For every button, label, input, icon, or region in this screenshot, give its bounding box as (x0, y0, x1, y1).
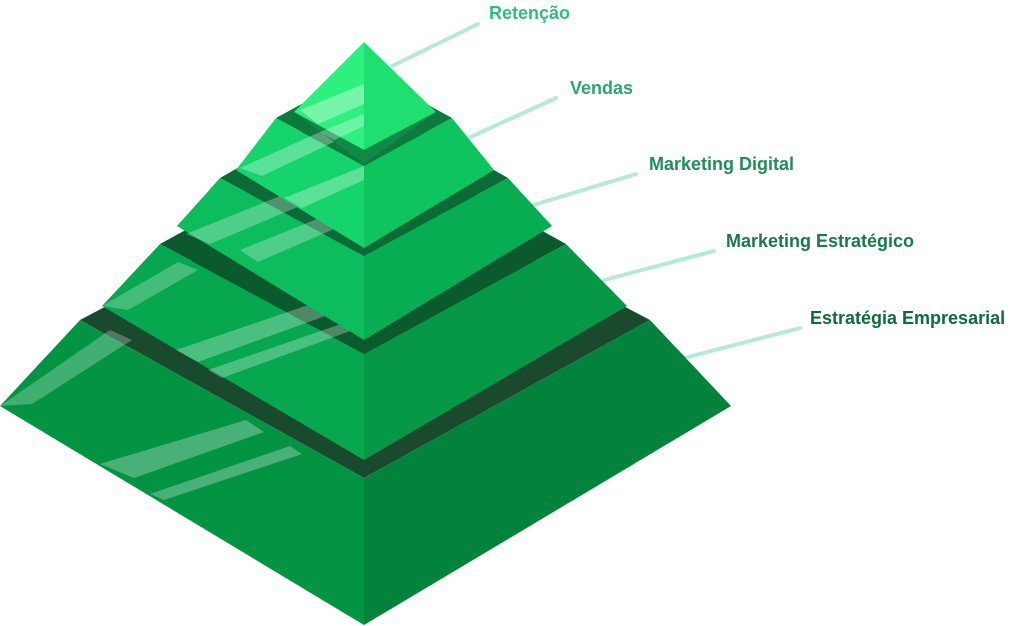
tier-2-highlight-1 (240, 132, 338, 176)
tier-3-highlight-1 (186, 196, 300, 244)
tier-4-highlight-1 (102, 262, 198, 310)
label-estrategia-empresarial: Estratégia Empresarial (810, 308, 1005, 328)
tier-1-highlight-1 (300, 84, 364, 124)
tier-1-left-face (294, 42, 364, 150)
leader-line-vendas (462, 96, 558, 142)
leader-lines (390, 22, 802, 360)
tier-retencao (294, 42, 436, 164)
leader-line-estrategia-empresarial (682, 326, 802, 360)
tier-3-right-face (364, 178, 552, 340)
tier-3-left-face (177, 178, 364, 340)
leader-line-retencao (390, 22, 480, 68)
tier-1-base-shadow (294, 112, 436, 164)
tier-4-highlight-3 (208, 316, 364, 378)
label-marketing-digital: Marketing Digital (649, 154, 794, 174)
tier-2-left-face (236, 118, 364, 248)
label-vendas: Vendas (570, 78, 633, 98)
label-retencao: Retenção (489, 3, 570, 23)
tier-1-right-face (364, 42, 436, 150)
tier-5-highlight-2 (100, 420, 264, 478)
tier-4-right-face (364, 244, 627, 460)
label-marketing-estrategico: Marketing Estratégico (726, 231, 914, 251)
tier-2-highlight-2 (284, 166, 364, 208)
tier-5-right-face (364, 320, 731, 625)
leader-line-marketing-estrategico (602, 249, 716, 282)
tier-5-highlight-3 (150, 446, 302, 500)
leader-line-marketing-digital (528, 172, 638, 208)
tier-5-highlight-1 (0, 330, 132, 406)
tier-4-left-face (102, 244, 364, 460)
tier-5-left-face (0, 320, 364, 625)
tier-1-highlight-2 (320, 114, 364, 140)
level-labels: Retenção Vendas Marketing Digital Market… (489, 3, 1005, 328)
tier-2-right-face (364, 118, 494, 248)
